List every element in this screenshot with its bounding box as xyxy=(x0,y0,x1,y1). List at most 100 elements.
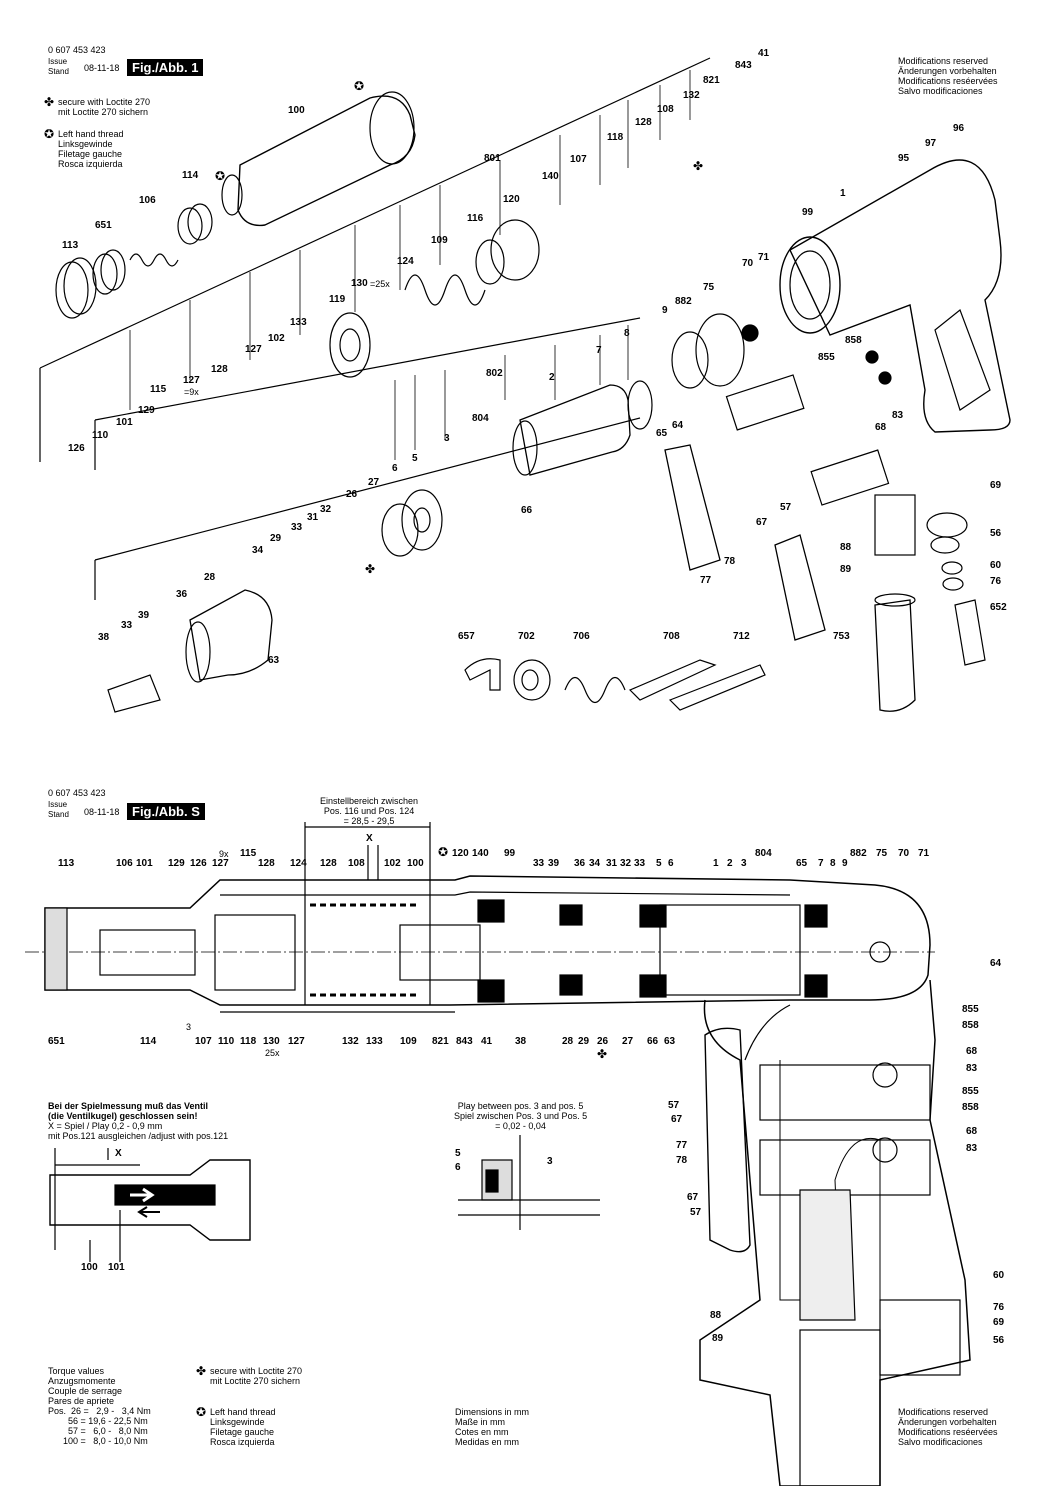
figure-badge: Fig./Abb. 1 xyxy=(127,59,204,76)
callout: 126 xyxy=(68,443,85,454)
play-spec: X = Spiel / Play 0,2 - 0,9 mm xyxy=(48,1121,163,1131)
callout: 129 xyxy=(138,405,155,416)
valve-closed-note: Bei der Spielmessung muß das Ventil (die… xyxy=(48,1101,209,1121)
callout: 858 xyxy=(962,1020,979,1031)
callout: 28 xyxy=(204,572,216,583)
callout: 83 xyxy=(892,410,904,421)
callout: 31 xyxy=(307,512,319,523)
callout: 76 xyxy=(993,1302,1005,1313)
callout: 5 xyxy=(412,453,418,464)
callout: 127 xyxy=(288,1036,305,1047)
callout: 101 xyxy=(108,1262,125,1273)
loctite-note: secure with Loctite 270 mit Loctite 270 … xyxy=(210,1366,303,1386)
callout: 83 xyxy=(966,1143,978,1154)
callout: 71 xyxy=(758,252,770,263)
modifications-note: Modifications reserved Änderungen vorbeh… xyxy=(898,56,998,96)
callout: 76 xyxy=(990,576,1002,587)
callout: 801 xyxy=(484,153,501,164)
callout: 652 xyxy=(990,602,1007,613)
callout: 128 xyxy=(635,117,652,128)
loctite-icon: ✤ xyxy=(196,1364,207,1378)
callout: 67 xyxy=(756,517,768,528)
callout: 60 xyxy=(990,560,1002,571)
callout: 115 xyxy=(150,384,167,395)
play-3-5-note: Play between pos. 3 and pos. 5 Spiel zwi… xyxy=(454,1101,588,1131)
left-hand-thread-note: Left hand thread Linksgewinde Filetage g… xyxy=(210,1407,276,1447)
adjust-range-note: Einstellbereich zwischen Pos. 116 und Po… xyxy=(320,796,419,826)
callout: 29 xyxy=(270,533,282,544)
callout: 67 xyxy=(671,1114,683,1125)
callout: 804 xyxy=(472,413,489,424)
callout: 802 xyxy=(486,368,503,379)
callout: 39 xyxy=(548,858,560,869)
callout: 882 xyxy=(850,848,867,859)
callout: 2 xyxy=(549,372,555,383)
callout: 110 xyxy=(218,1036,235,1047)
callout: 6 xyxy=(668,858,674,869)
callout: 2 xyxy=(727,858,733,869)
callout: 34 xyxy=(589,858,601,869)
callout: 6 xyxy=(392,463,398,474)
callout: 9 xyxy=(662,305,668,316)
callout: 855 xyxy=(962,1086,979,1097)
callout: 753 xyxy=(833,631,850,642)
callout: 107 xyxy=(195,1036,212,1047)
callout: 26 xyxy=(346,489,358,500)
callout: 3 xyxy=(444,433,450,444)
callout: 36 xyxy=(176,589,188,600)
callout: 133 xyxy=(366,1036,383,1047)
left-hand-thread-icon: ✪ xyxy=(44,127,55,141)
callout: 67 xyxy=(687,1192,699,1203)
callout: 132 xyxy=(342,1036,359,1047)
exploded-view-drawing xyxy=(39,57,1011,713)
callout: 804 xyxy=(755,848,772,859)
callout: 702 xyxy=(518,631,535,642)
callout: 3 xyxy=(741,858,747,869)
callout: 77 xyxy=(700,575,712,586)
callout: 57 xyxy=(780,502,792,513)
left-hand-thread-note: Left hand thread Linksgewinde Filetage g… xyxy=(58,129,124,169)
callout: 129 xyxy=(168,858,185,869)
callout: 651 xyxy=(48,1036,65,1047)
callout: 100 xyxy=(288,105,305,116)
callout: 108 xyxy=(657,104,674,115)
callout: 128 xyxy=(211,364,228,375)
callout: 41 xyxy=(481,1036,493,1047)
callout: 6 xyxy=(455,1162,461,1173)
callout: 68 xyxy=(966,1046,978,1057)
callout: 855 xyxy=(962,1004,979,1015)
adjust-spec: mit Pos.121 ausgleichen /adjust with pos… xyxy=(48,1131,229,1141)
left-hand-thread-icon: ✪ xyxy=(438,845,449,859)
callout: 132 xyxy=(683,90,700,101)
x-label: X xyxy=(115,1148,122,1159)
callout: 7 xyxy=(818,858,824,869)
callout: 843 xyxy=(456,1036,473,1047)
modifications-note: Modifications reserved Änderungen vorbeh… xyxy=(898,1407,998,1447)
callout: 8 xyxy=(830,858,836,869)
callout: 69 xyxy=(990,480,1002,491)
callout: 107 xyxy=(570,154,587,165)
callout: 1 xyxy=(840,188,846,199)
callout: 130 xyxy=(263,1036,280,1047)
callout: 114 xyxy=(182,170,199,181)
callout: 96 xyxy=(953,123,965,134)
callout: 33 xyxy=(291,522,303,533)
loctite-icon: ✤ xyxy=(597,1047,608,1061)
callout: 78 xyxy=(676,1155,688,1166)
x-dimension-label: X xyxy=(366,833,373,844)
callout: 29 xyxy=(578,1036,590,1047)
callout: 7 xyxy=(596,345,602,356)
callout: 27 xyxy=(368,477,380,488)
callout: 657 xyxy=(458,631,475,642)
callout: 1 xyxy=(713,858,719,869)
callout-qty: =25x xyxy=(370,279,390,289)
callout-qty: =9x xyxy=(184,387,199,397)
callout: 855 xyxy=(818,352,835,363)
callout: 97 xyxy=(925,138,937,149)
callout: 110 xyxy=(92,430,109,441)
callout: 101 xyxy=(136,858,153,869)
callout: 38 xyxy=(515,1036,527,1047)
callout: 140 xyxy=(542,171,559,182)
callout: 38 xyxy=(98,632,110,643)
callout: 115 xyxy=(240,848,257,859)
